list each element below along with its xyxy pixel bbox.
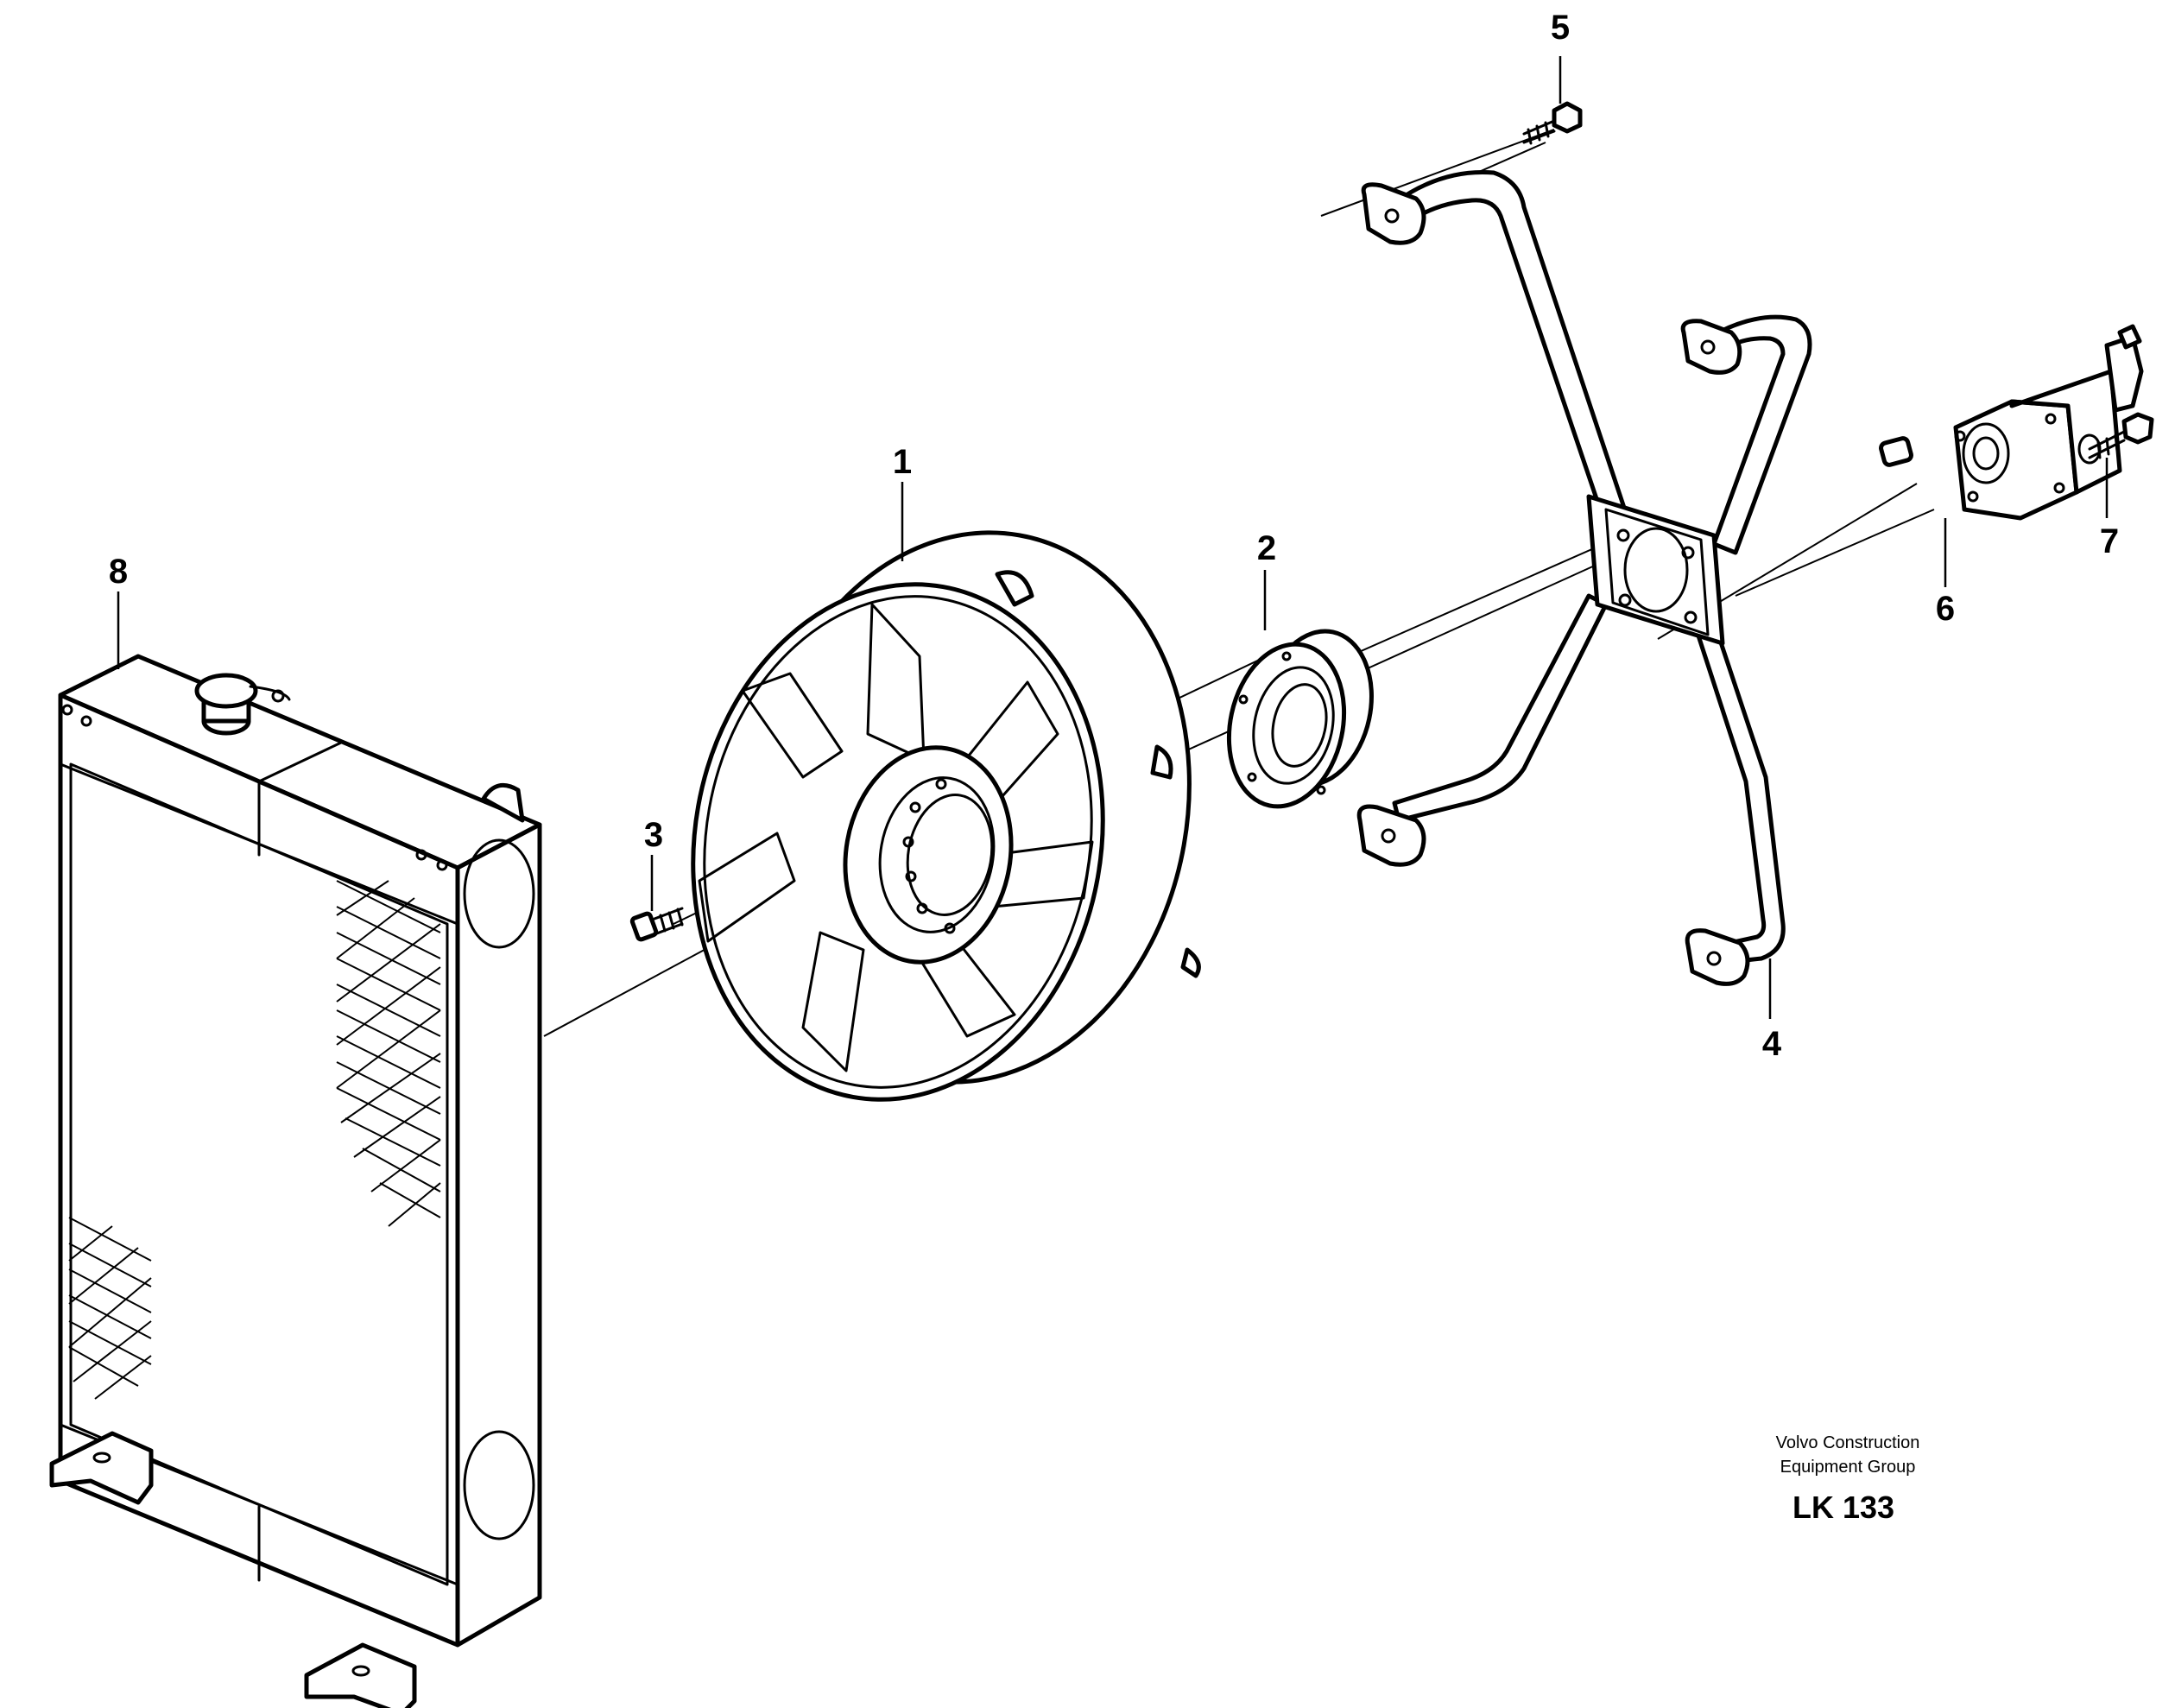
radiator-foot-right <box>304 1642 417 1708</box>
figure-code: LK 133 <box>1792 1490 1894 1525</box>
callout-8: 8 <box>109 553 128 591</box>
bracket <box>1356 169 1812 986</box>
callout-5: 5 <box>1551 9 1570 47</box>
adapter-flange <box>1226 629 1374 809</box>
callouts: 1 2 3 4 5 6 7 8 <box>109 9 2119 1063</box>
screw-7 <box>2088 412 2154 459</box>
fan-hub <box>843 745 1014 965</box>
filler-cap <box>194 673 291 736</box>
credit-line-1: Volvo Construction <box>1776 1433 1920 1452</box>
credit-line-2: Equipment Group <box>1780 1458 1916 1477</box>
fan <box>691 530 1201 1102</box>
bracket-pad-lower-right <box>1685 928 1750 986</box>
bracket-pad-upper-right <box>1680 319 1742 375</box>
screw-5 <box>1522 101 1583 145</box>
callout-2: 2 <box>1257 529 1276 567</box>
callout-7: 7 <box>2100 522 2119 560</box>
bracket-pad-upper-left <box>1361 182 1426 245</box>
motor-shaft <box>1879 436 1913 467</box>
callout-3: 3 <box>644 816 663 854</box>
credit-block: Volvo Construction Equipment Group LK 13… <box>1776 1433 1920 1525</box>
radiator-foot-left <box>49 1431 154 1505</box>
bracket-pad-lower-left <box>1356 804 1426 867</box>
callout-4: 4 <box>1762 1025 1782 1063</box>
callout-1: 1 <box>893 443 912 481</box>
callout-6: 6 <box>1936 590 1955 628</box>
fan-blades <box>698 603 1094 1072</box>
radiator-core-mesh <box>68 880 441 1400</box>
leader-lines <box>117 56 2109 1019</box>
radiator <box>49 654 542 1708</box>
screw-3 <box>629 907 684 942</box>
hydraulic-motor <box>1879 324 2144 521</box>
